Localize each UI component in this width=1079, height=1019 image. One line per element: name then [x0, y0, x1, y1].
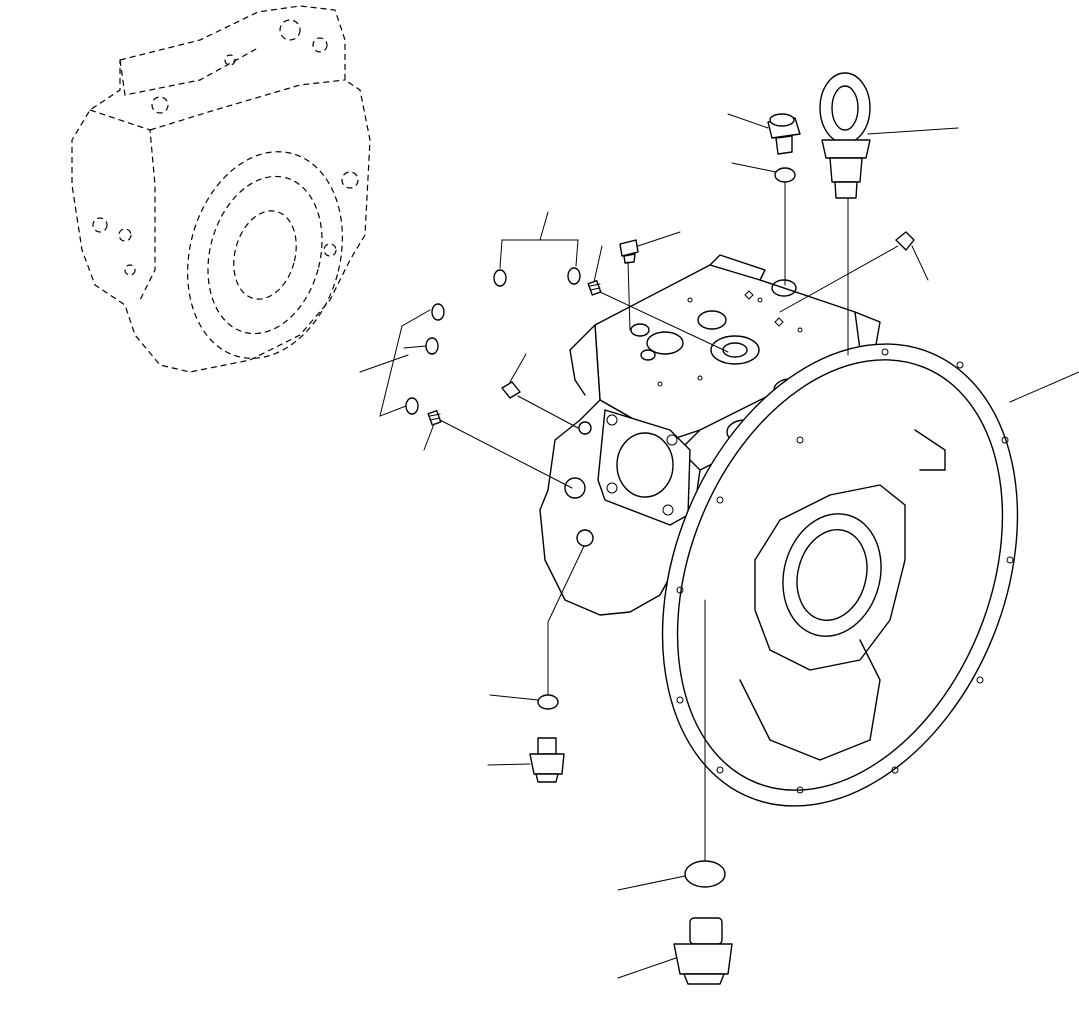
mounting-flange: [661, 343, 1019, 807]
plug-right: [895, 231, 915, 251]
o-ring-bottom: [684, 860, 726, 888]
set-screw-left: [427, 409, 442, 426]
plug-top: [619, 239, 639, 264]
eye-bolt: [819, 72, 871, 199]
set-screw-top: [587, 279, 602, 296]
o-ring-lower: [537, 694, 559, 710]
pump-housing: [539, 254, 881, 616]
o-ring-trio-left: [405, 303, 445, 415]
drain-plug-small: [529, 737, 565, 783]
leader-lines: [359, 113, 1079, 979]
o-ring-pair-top: [493, 267, 581, 287]
o-ring-top: [774, 167, 796, 183]
plug-left: [501, 381, 521, 399]
flange-bolt: [767, 113, 801, 155]
drain-plug-large: [673, 917, 733, 985]
pump-assembly-reference-outline: [71, 5, 371, 373]
